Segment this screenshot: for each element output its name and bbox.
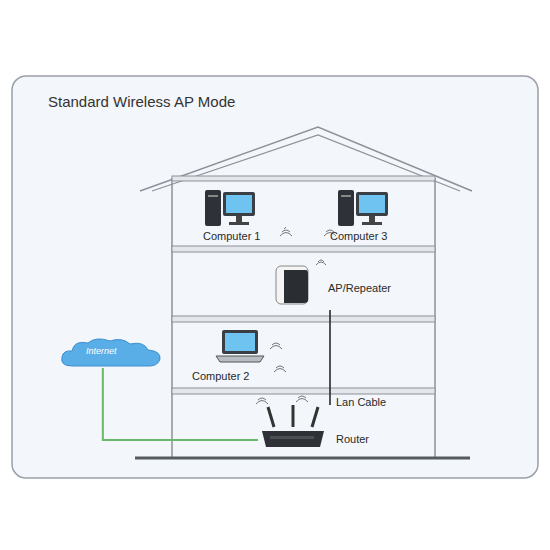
ap-icon: [270, 262, 314, 308]
edge-label: Lan Cable: [336, 396, 386, 408]
desktop-icon: [336, 186, 392, 228]
device-node: Computer 2: [188, 328, 280, 386]
floor: [172, 388, 435, 394]
node-label: Computer 3: [330, 230, 387, 243]
roof-inner: [152, 135, 460, 191]
floor: [172, 316, 435, 322]
frame: [12, 76, 538, 478]
node-label: Internet: [86, 345, 117, 358]
device-node: Computer 3: [328, 186, 420, 246]
node-label: AP/Repeater: [328, 282, 391, 295]
router-icon: [260, 405, 326, 451]
node-label: Computer 1: [203, 230, 260, 243]
device-node: Router: [258, 405, 388, 453]
roof: [140, 127, 472, 191]
node-label: Computer 2: [192, 370, 249, 383]
floor: [172, 176, 435, 181]
connector-line: [103, 368, 258, 440]
wireless-signal: [256, 227, 336, 404]
device-node: AP/Repeater: [268, 258, 398, 310]
device-node: Computer 1: [195, 186, 287, 246]
connector-line: [330, 310, 331, 405]
diagram-title: Standard Wireless AP Mode: [48, 93, 235, 110]
node-label: Router: [336, 433, 369, 446]
desktop-icon: [203, 186, 259, 228]
ground: [135, 457, 470, 460]
laptop-icon: [214, 328, 266, 364]
floor: [172, 246, 435, 252]
internet-cloud: Internet: [60, 336, 162, 368]
